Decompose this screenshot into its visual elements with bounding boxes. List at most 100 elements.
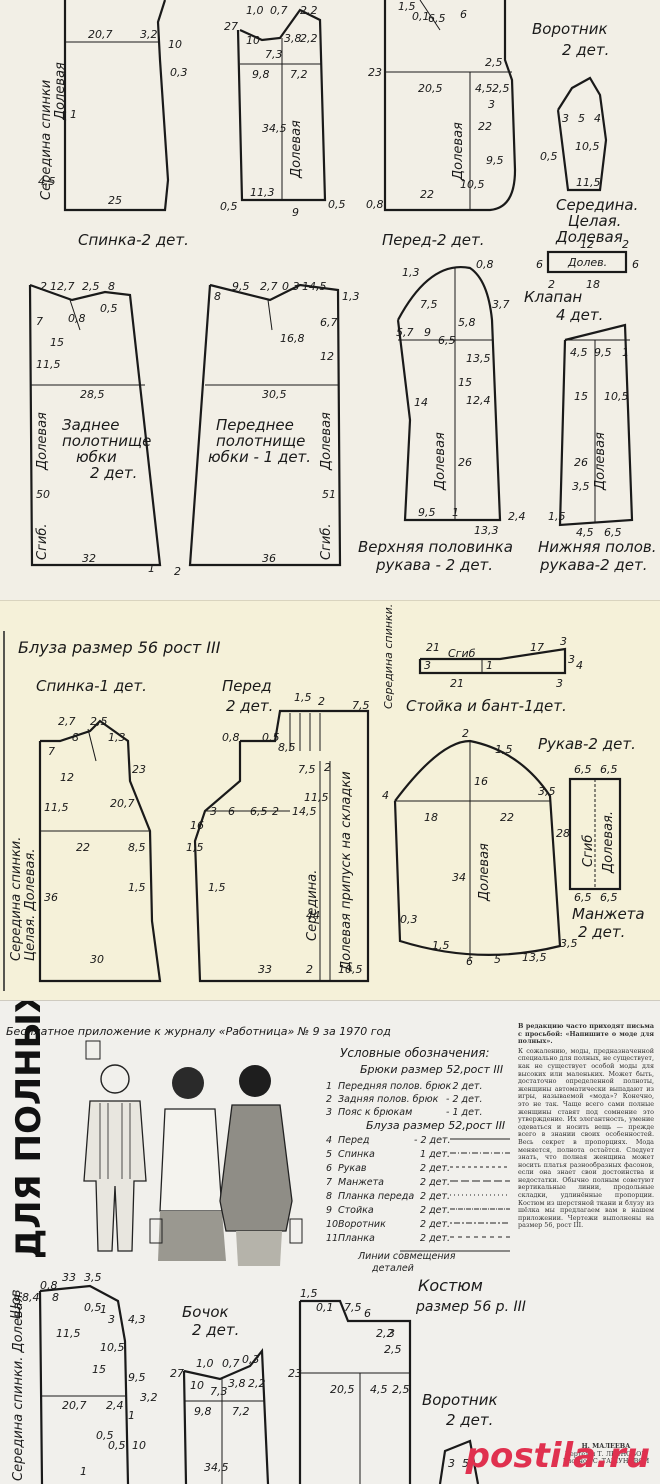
legend-row: 4 Перед - 2 дет.	[326, 1135, 450, 1146]
dim: 10,5	[460, 178, 485, 191]
dim: 33	[258, 963, 272, 976]
header-text: Бесплатное приложение к журналу «Работни…	[6, 1025, 391, 1038]
dim: 3	[448, 1457, 455, 1470]
legend-title: Условные обозначения:	[340, 1046, 490, 1060]
dim: 33	[62, 1271, 76, 1284]
dim: 1,5	[294, 691, 312, 704]
article-signature: Н. МАЛЕЕВА Чертежи Т. ЛЕСНОВОЙ Рисунок С…	[556, 1442, 656, 1466]
dim: 1,0	[246, 4, 264, 17]
legend-num: 8	[326, 1191, 332, 1202]
dim: 20,5	[330, 1383, 355, 1396]
dim: 10	[190, 1379, 204, 1392]
dolevaya-label: Долевая.	[601, 811, 616, 874]
dim: 0,1	[412, 10, 430, 23]
dim: 0,8	[366, 198, 384, 211]
dolevaya-label: Долевая	[593, 432, 608, 491]
dim: 44	[306, 909, 320, 922]
dim: 3	[562, 112, 569, 125]
legend-count: 2 дет.	[420, 1233, 450, 1244]
legend-row: 9 Стойка 2 дет.	[326, 1205, 450, 1216]
dim: 1,3	[402, 266, 420, 279]
dim: 0,7	[222, 1357, 240, 1370]
dim: 4,3	[128, 1313, 146, 1326]
dim: 23	[368, 66, 382, 79]
dim: 5,8	[458, 316, 476, 329]
dim: 11,5	[44, 801, 69, 814]
dim: 1,5	[128, 881, 146, 894]
dim: 7,3	[265, 48, 283, 61]
legend-count: 2 дет.	[420, 1205, 450, 1216]
sgib-label: Сгиб.	[35, 523, 50, 560]
dim: 6,5	[428, 12, 446, 25]
dim: 51	[322, 488, 336, 501]
dim: 4,5	[570, 346, 588, 359]
dim: 2	[40, 280, 47, 293]
spinka-label: Спинка-2 дет.	[78, 231, 189, 249]
dim: 21	[450, 677, 464, 690]
linii-label: деталей	[371, 1263, 414, 1274]
dim: 27	[170, 1367, 184, 1380]
bluza-pered-label: Перед	[222, 677, 272, 695]
dim: 2	[324, 761, 331, 774]
dim: 9,5	[418, 506, 436, 519]
vorotnik-label: Воротник	[422, 1391, 498, 1409]
legend-num: 7	[326, 1177, 332, 1188]
dim: 1,3	[342, 290, 360, 303]
dim: 15	[50, 336, 64, 349]
dim: 25	[108, 194, 122, 207]
dim: 6,5	[438, 334, 456, 347]
zadnee-label: полотнище	[62, 432, 151, 450]
legend: Условные обозначения: Брюки размер 52,ро…	[326, 1046, 510, 1274]
sgib-label: Сгиб	[581, 835, 596, 867]
dim: 5	[578, 112, 585, 125]
dim: 0,8	[68, 312, 86, 325]
dim: 2,4	[508, 510, 526, 523]
dim: 6,5	[574, 891, 592, 904]
dim: 11,5	[304, 791, 329, 804]
dolevaya-pripusk-label: Долевая припуск на складки	[339, 771, 354, 972]
dim: 0,5	[100, 302, 118, 315]
legend-row: 3 Пояс к брюкам - 1 дет.	[326, 1107, 482, 1118]
dim: 17	[530, 641, 544, 654]
dim: 4,5	[576, 526, 594, 539]
dim: 8	[72, 731, 79, 744]
dim: 2	[318, 695, 325, 708]
dim: 1,5	[432, 939, 450, 952]
dolevaya-label: Долевая	[451, 122, 466, 181]
stoika-sgib: Сгиб	[448, 647, 476, 660]
klapan-dolevaya: Долев.	[567, 256, 607, 269]
dim: 11,5	[576, 176, 601, 189]
dim: 3,2	[140, 1391, 158, 1404]
klapan-count: 4 дет.	[556, 306, 603, 324]
dim: 20,7	[62, 1399, 87, 1412]
pattern-spinka: 20,7 3,2 10 0,3 1 4,5 25 Середина спинки…	[38, 0, 189, 249]
bochok-count: 2 дет.	[192, 1321, 239, 1339]
dim: 36	[44, 891, 58, 904]
dim: 0,5	[220, 200, 238, 213]
dim: 13,5	[522, 951, 547, 964]
pattern-bluza-spinka: Спинка-1 дет. 2,7 2,5 1,3 7 8 12 23 11,5…	[9, 677, 162, 983]
dim: 10,5	[604, 390, 629, 403]
dim: 16	[474, 775, 488, 788]
manzheta-label: Манжета	[572, 905, 645, 923]
legend-row: 11 Планка 2 дет.	[326, 1233, 450, 1244]
dim: 9	[292, 206, 299, 219]
dim: 5,7	[396, 326, 414, 339]
dim: 2,7	[58, 715, 76, 728]
tselaya-label: Целая. Долевая.	[23, 849, 38, 961]
article-column: В редакцию часто приходят письма с прось…	[518, 1023, 654, 1443]
dim: 1	[80, 1465, 87, 1478]
zadnee-label: юбки	[76, 448, 117, 466]
dim: 6	[228, 805, 235, 818]
dim: 7,5	[420, 298, 438, 311]
legend-num: 1	[326, 1081, 332, 1092]
zadnee-label: 2 дет.	[90, 464, 137, 482]
dim: 4	[382, 789, 389, 802]
dim: 4	[576, 659, 583, 672]
watermark: postila.ru	[465, 1436, 650, 1476]
vorotnik-note: Долевая	[555, 228, 623, 246]
dim: 0,8	[40, 1279, 58, 1292]
legend-name: Манжета	[338, 1177, 384, 1188]
dim: 0,5	[108, 1439, 126, 1452]
dim: 1	[486, 659, 493, 672]
